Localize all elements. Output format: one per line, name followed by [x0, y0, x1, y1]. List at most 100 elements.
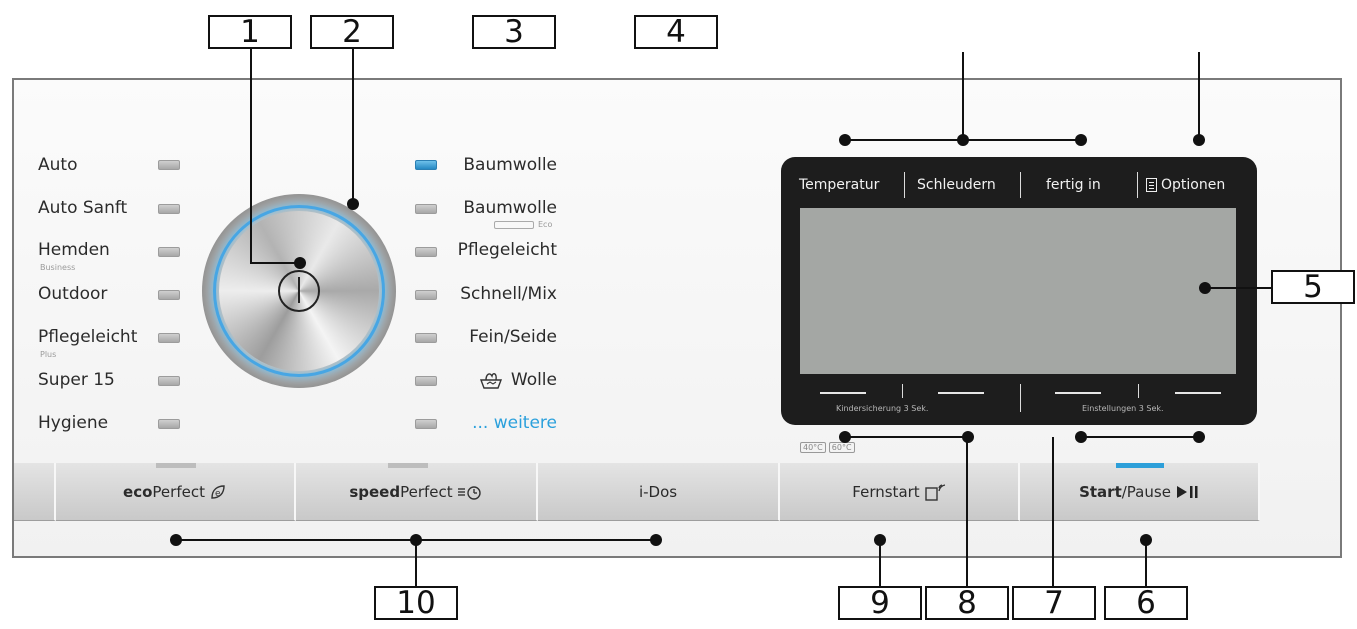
led-auto-sanft [158, 204, 180, 214]
eco-leaf-icon: e [211, 484, 225, 499]
program-label-auto: Auto [38, 155, 78, 175]
display-footer-einstellungen: Einstellungen 3 Sek. [1082, 404, 1164, 413]
temp-icon-40: 40°C [800, 442, 826, 453]
callout-3: 3 [472, 15, 556, 49]
leader-3-vertical [962, 52, 964, 140]
eco-badge-outline [494, 221, 534, 229]
idos-button[interactable]: i-Dos [538, 463, 780, 521]
display-header-optionen[interactable]: Optionen [1161, 177, 1226, 193]
speed-perfect-bold: speed [349, 482, 401, 501]
program-label-pflegeleicht: Pflegeleicht [457, 240, 557, 260]
callout-8-dot-b [962, 431, 974, 443]
callout-8: 8 [925, 586, 1009, 620]
led-hemden [158, 247, 180, 257]
svg-text:e: e [215, 489, 221, 499]
callout-7-dot-b [1193, 431, 1205, 443]
leader-2 [352, 48, 354, 204]
display-separator [1020, 172, 1021, 198]
program-label-baumwolle: Baumwolle [463, 155, 557, 175]
display-separator [904, 172, 905, 198]
leader-8-horizontal [845, 436, 969, 438]
eco-indicator [156, 463, 196, 468]
program-label-pflegeleicht-plus: Pflegeleicht [38, 327, 138, 347]
remote-start-icon [924, 483, 945, 501]
callout-1: 1 [208, 15, 292, 49]
program-label-weitere[interactable]: ... weitere [472, 413, 557, 433]
program-label-outdoor: Outdoor [38, 284, 108, 304]
leader-5 [1205, 287, 1271, 289]
led-baumwolle-eco [415, 204, 437, 214]
led-schnell-mix [415, 290, 437, 300]
leader-6 [1145, 540, 1147, 588]
lcd-screen [800, 208, 1236, 374]
display-header-schleudern[interactable]: Schleudern [917, 177, 996, 193]
speed-indicator [388, 463, 428, 468]
led-wolle [415, 376, 437, 386]
start-indicator [1116, 463, 1164, 468]
callout-5-dot [1199, 282, 1211, 294]
play-pause-icon [1176, 485, 1198, 498]
leader-7-horizontal [1080, 436, 1200, 438]
led-weitere [415, 419, 437, 429]
leader-7-vertical [1052, 437, 1054, 587]
leader-9 [879, 540, 881, 588]
display-separator [1137, 172, 1138, 198]
leader-1-horizontal [250, 262, 300, 264]
touch-bar-4[interactable] [1175, 392, 1221, 394]
key-bar-left-cap [14, 463, 56, 521]
fernstart-label: Fernstart [852, 482, 920, 501]
touch-tick [902, 384, 903, 398]
power-icon[interactable] [278, 270, 320, 312]
callout-10-dot-c [650, 534, 662, 546]
start-rest: /Pause [1121, 482, 1171, 501]
program-label-hygiene: Hygiene [38, 413, 109, 433]
touch-tick [1138, 384, 1139, 398]
fernstart-button[interactable]: Fernstart [780, 463, 1020, 521]
display-header-temperatur[interactable]: Temperatur [799, 177, 880, 193]
callout-7: 7 [1012, 586, 1096, 620]
eco-perfect-rest: Perfect [152, 482, 205, 501]
eco-perfect-bold: eco [123, 482, 153, 501]
program-label-baumwolle-eco: Baumwolle [463, 198, 557, 218]
start-pause-button[interactable]: Start/Pause [1020, 463, 1260, 521]
dial-light-ring [213, 205, 385, 377]
touch-bar-1[interactable] [820, 392, 866, 394]
touch-bar-3[interactable] [1055, 392, 1101, 394]
program-label-hemden: Hemden [38, 240, 110, 260]
program-label-super-15: Super 15 [38, 370, 115, 390]
callout-10-dot-a [170, 534, 182, 546]
callout-1-dot [294, 257, 306, 269]
program-label-fein-seide: Fein/Seide [469, 327, 557, 347]
callout-2: 2 [310, 15, 394, 49]
leader-10-vertical [415, 540, 417, 588]
callout-4: 4 [634, 15, 718, 49]
wool-hand-wash-icon [478, 370, 504, 395]
start-bold: Start [1079, 482, 1122, 501]
speed-clock-icon [457, 485, 481, 500]
led-outdoor [158, 290, 180, 300]
led-baumwolle [415, 160, 437, 170]
leader-8-vertical [966, 437, 968, 587]
led-hygiene [158, 419, 180, 429]
touch-divider [1020, 384, 1021, 412]
leader-4 [1198, 52, 1200, 140]
program-label-schnell-mix: Schnell/Mix [460, 284, 557, 304]
display-header-fertig-in[interactable]: fertig in [1046, 177, 1101, 193]
touch-bar-2[interactable] [938, 392, 984, 394]
led-pflegeleicht-plus [158, 333, 180, 343]
program-sub-plus: Plus [40, 350, 57, 359]
callout-10: 10 [374, 586, 458, 620]
callout-3-dot-a [839, 134, 851, 146]
led-fein-seide [415, 333, 437, 343]
callout-6: 6 [1104, 586, 1188, 620]
callout-3-dot-b [957, 134, 969, 146]
callout-7-dot-a [1075, 431, 1087, 443]
program-sub-eco: Eco [538, 220, 553, 229]
callout-3-dot-c [1075, 134, 1087, 146]
callout-9: 9 [838, 586, 922, 620]
program-label-auto-sanft: Auto Sanft [38, 198, 128, 218]
power-icon-bar [298, 277, 300, 303]
